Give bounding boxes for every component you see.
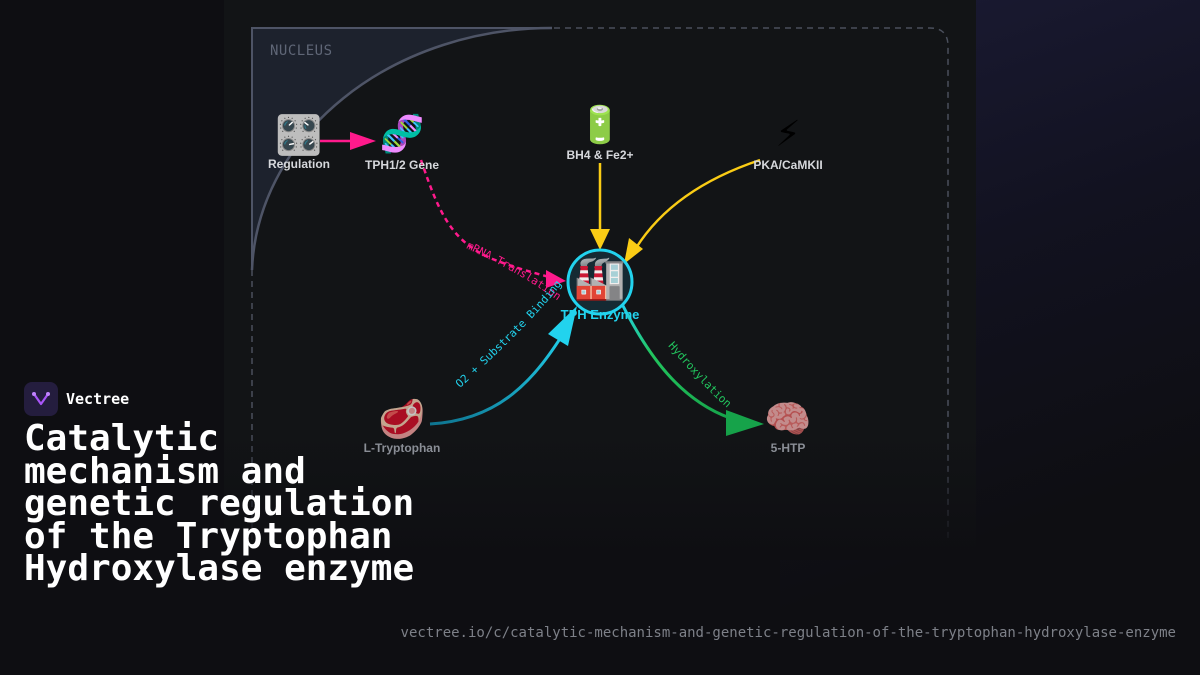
page-url[interactable]: vectree.io/c/catalytic-mechanism-and-gen… (400, 625, 1176, 641)
node-gene[interactable]: 🧬 TPH1/2 Gene (357, 114, 447, 173)
control-knobs-icon: 🎛️ (275, 113, 323, 157)
battery-icon: 🔋 (577, 105, 623, 146)
enzyme-ring (566, 248, 634, 316)
dna-icon: 🧬 (379, 114, 425, 155)
edge-label-hydroxylation: Hydroxylation (666, 339, 734, 410)
arrowhead-kinase-to-enzyme (624, 238, 643, 264)
vectree-logo-icon (24, 382, 58, 416)
brand-name: Vectree (66, 390, 130, 408)
edge-kinase-to-enzyme (634, 158, 761, 249)
factory-icon: 🏭 (573, 253, 627, 302)
nucleus-fill (252, 27, 552, 270)
node-substrate[interactable]: 🥩 L-Tryptophan (352, 400, 452, 455)
node-label: PKA/CaMKII (753, 158, 823, 172)
page-title: Catalytic mechanism and genetic regulati… (24, 418, 415, 589)
edge-binding (429, 325, 570, 426)
node-cofactor[interactable]: 🔋 BH4 & Fe2+ (555, 105, 645, 163)
arrowhead-hydroxylation (726, 410, 764, 436)
compartment-label: NUCLEUS (270, 43, 333, 59)
nucleus-corner (251, 27, 552, 270)
node-label: L-Tryptophan (363, 441, 441, 455)
brain-icon: 🧠 (764, 397, 812, 441)
meat-icon: 🥩 (378, 397, 426, 441)
node-label: 5-HTP (770, 441, 806, 455)
brand[interactable]: Vectree (24, 382, 129, 416)
arrowhead-cofactor-to-enzyme (590, 229, 610, 250)
node-label: TPH Enzyme (560, 307, 640, 322)
lightning-icon: ⚡ (775, 114, 801, 155)
arrowhead-translation (546, 270, 566, 288)
arrowhead-binding (548, 306, 577, 346)
edge-label-binding: O2 + Substrate Binding (453, 278, 564, 391)
node-enzyme[interactable]: 🏭 TPH Enzyme (550, 253, 650, 323)
arrowhead-regulation-to-gene (350, 132, 376, 150)
node-kinase[interactable]: ⚡ PKA/CaMKII (743, 114, 833, 173)
node-label: TPH1/2 Gene (364, 158, 440, 172)
node-label: Regulation (268, 157, 330, 171)
node-label: BH4 & Fe2+ (566, 148, 634, 162)
node-product[interactable]: 🧠 5-HTP (743, 400, 833, 455)
node-regulation[interactable]: 🎛️ Regulation (259, 116, 339, 171)
edge-hydroxylation (620, 303, 731, 420)
edge-translation (419, 159, 553, 280)
nucleus-compartment (251, 27, 949, 540)
panel-fade (224, 430, 976, 560)
nucleus-arc (250, 26, 553, 271)
